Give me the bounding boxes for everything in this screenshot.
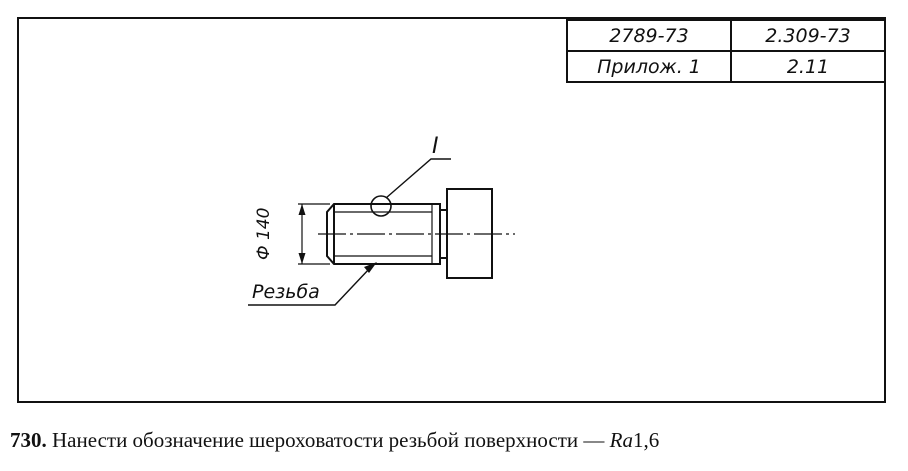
roughness-symbol: Ra — [609, 428, 633, 452]
dim-arrow-bottom — [298, 253, 306, 264]
detail-leader — [385, 158, 451, 199]
diameter-label: Ф 140 — [254, 207, 274, 261]
stamp-cell-2-2: 2.11 — [786, 56, 830, 78]
dim-arrow-top — [298, 204, 306, 215]
problem-caption: 730. Нанести обозначение шероховатости р… — [10, 428, 900, 453]
view-mark-label: I — [432, 134, 439, 159]
problem-text: Нанести обозначение шероховатости резьбо… — [52, 428, 605, 452]
stamp-cell-2-1: Прилож. 1 — [597, 56, 701, 78]
thread-label: Резьба — [252, 281, 320, 303]
thread-leader-arrow — [364, 262, 377, 273]
problem-number: 730. — [10, 428, 47, 452]
detail-circle — [370, 195, 392, 217]
roughness-value: 1,6 — [632, 428, 660, 452]
thread-leader — [248, 267, 371, 306]
stamp-cell-1-1: 2789-73 — [609, 25, 689, 47]
stamp-cell-1-2: 2.309-73 — [765, 25, 851, 47]
